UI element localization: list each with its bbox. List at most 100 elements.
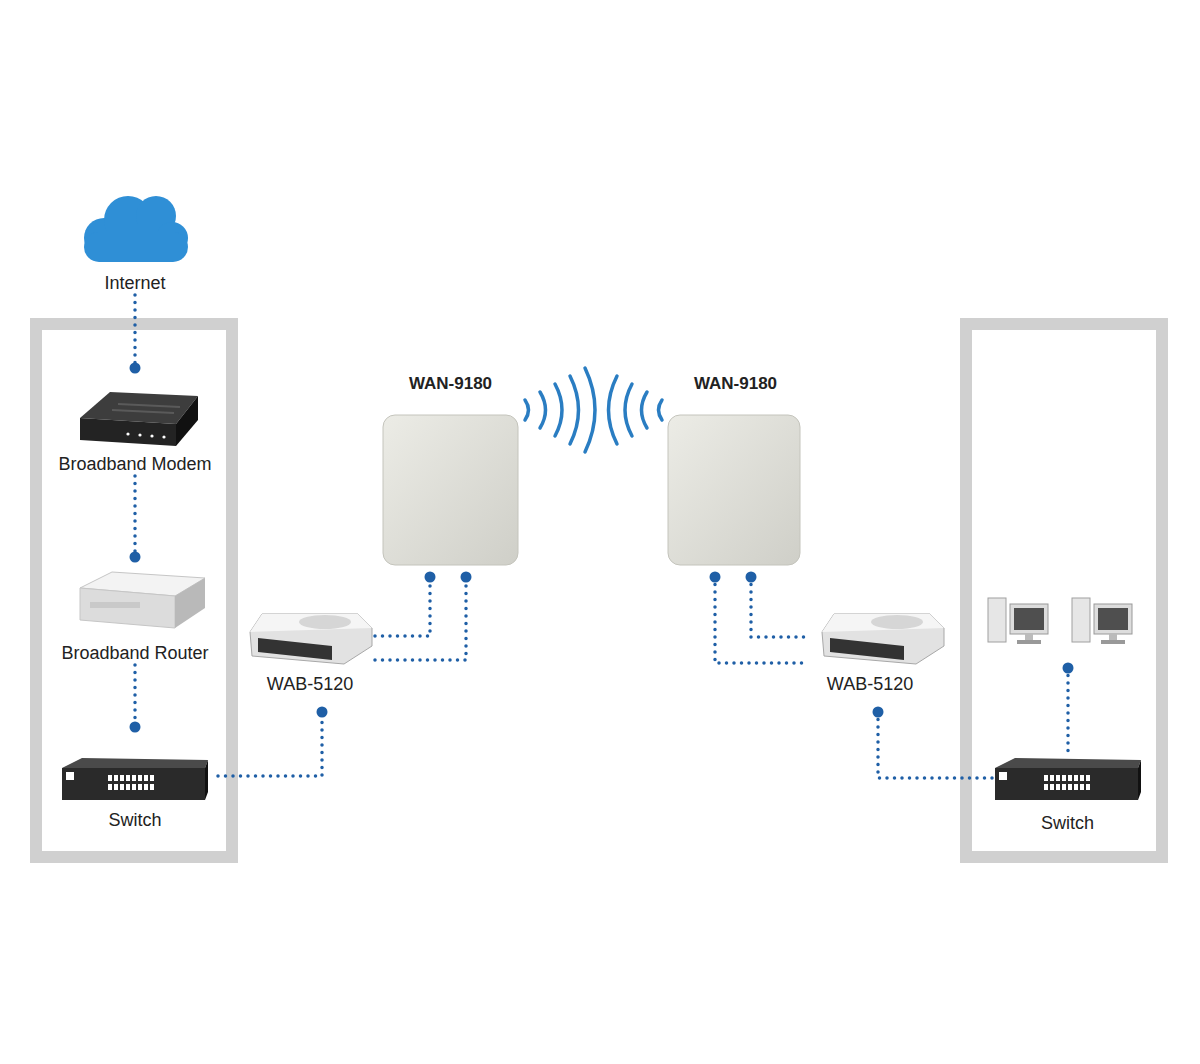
computer-base [1101, 640, 1125, 644]
switch-front [995, 768, 1138, 800]
computer-stand [1025, 634, 1033, 640]
modem-led [138, 433, 141, 436]
switch-ports [1044, 775, 1092, 791]
computer-base [1017, 640, 1041, 644]
cloud-node: Internet [75, 195, 195, 295]
site-group: Broadband ModemBroadband RouterSwitch [30, 318, 238, 863]
router-panel [90, 602, 140, 608]
node-label: Switch [32, 809, 238, 831]
computer-stand [1109, 634, 1117, 640]
node-label: Broadband Router [32, 642, 238, 664]
modem-led [162, 435, 165, 438]
cable-line [715, 577, 805, 663]
cable-dot [461, 572, 472, 583]
cable-line [133, 476, 137, 557]
dotted-cable [375, 572, 436, 637]
wave-arc [659, 400, 663, 420]
switch-ports [108, 775, 156, 791]
dotted-cable [130, 295, 141, 374]
switch-top [62, 758, 208, 768]
dotted-cable [1066, 668, 1070, 755]
switch-logo [66, 772, 74, 780]
switch-front [62, 768, 205, 800]
wave-arc [625, 384, 632, 436]
node-label: WAB-5120 [785, 673, 955, 695]
switch-side [205, 760, 208, 800]
node-label: WAB-5120 [225, 673, 395, 695]
dotted-cable [130, 665, 141, 733]
wave-arc [570, 376, 579, 444]
bridge-dome [299, 615, 351, 629]
node-label: WAN-9180 [648, 373, 823, 395]
bridge-dome [871, 615, 923, 629]
switch-icon [995, 758, 1141, 800]
computer-screen [1014, 608, 1044, 630]
cable-dot [130, 722, 141, 733]
wave-arc [540, 392, 546, 428]
cable-line [218, 712, 322, 776]
switch-node: Switch [52, 727, 218, 833]
router-side [175, 578, 205, 628]
cable-line [878, 712, 995, 778]
dotted-cable [375, 572, 472, 661]
switch-node: Switch [995, 755, 1140, 837]
antenna-node: WAN-9180 [383, 370, 518, 577]
modem-led [126, 432, 129, 435]
computer-tower [988, 598, 1006, 642]
antenna-node: WAN-9180 [668, 370, 803, 577]
cable-dot [130, 552, 141, 563]
wave-arc [609, 376, 618, 444]
bridge-slot [830, 638, 904, 660]
dotted-cable [218, 707, 328, 777]
bridge-node: WAB-5120 [245, 600, 375, 712]
cloud-base [84, 232, 188, 262]
router-node: Broadband Router [52, 557, 218, 665]
dotted-cable [130, 476, 141, 563]
dotted-cable [710, 572, 806, 664]
modem-side [176, 396, 198, 446]
cable-line [375, 577, 466, 660]
modem-led [150, 434, 153, 437]
computer-screen [1098, 608, 1128, 630]
cable-line [133, 295, 137, 368]
computer-icon [988, 598, 1048, 644]
node-label: Broadband Modem [32, 453, 238, 475]
switch-top [995, 758, 1141, 768]
computer-tower [1072, 598, 1090, 642]
computer-monitor [1010, 604, 1048, 634]
site-group: Switch [960, 318, 1168, 863]
node-label: Switch [975, 812, 1160, 834]
cable-dot [317, 707, 328, 718]
bridge-icon [822, 614, 944, 664]
bridge-top [250, 614, 372, 632]
dotted-cable [746, 572, 806, 638]
cable-dot [710, 572, 721, 583]
bridge-body [822, 614, 944, 664]
switch-icon [62, 758, 208, 800]
computer-icon [1072, 598, 1132, 644]
bridge-slot [258, 638, 332, 660]
cable-line [133, 665, 137, 727]
wave-arc [585, 368, 595, 452]
antenna-panel [668, 415, 800, 565]
bridge-node: WAB-5120 [805, 600, 935, 712]
cable-dot [873, 707, 884, 718]
node-label: Internet [55, 272, 215, 294]
bridge-icon [250, 614, 372, 664]
computer-monitor [1094, 604, 1132, 634]
wave-arc [642, 392, 648, 428]
wave-arc [525, 400, 529, 420]
antenna-panel [383, 415, 518, 565]
bridge-body [250, 614, 372, 664]
cable-line [375, 577, 430, 636]
cable-dot [1063, 663, 1074, 674]
cable-line [751, 577, 805, 637]
switch-side [1138, 760, 1141, 800]
cable-dot [130, 363, 141, 374]
modem-stripe [112, 404, 180, 413]
radio-waves [525, 368, 662, 452]
bridge-top [822, 614, 944, 632]
